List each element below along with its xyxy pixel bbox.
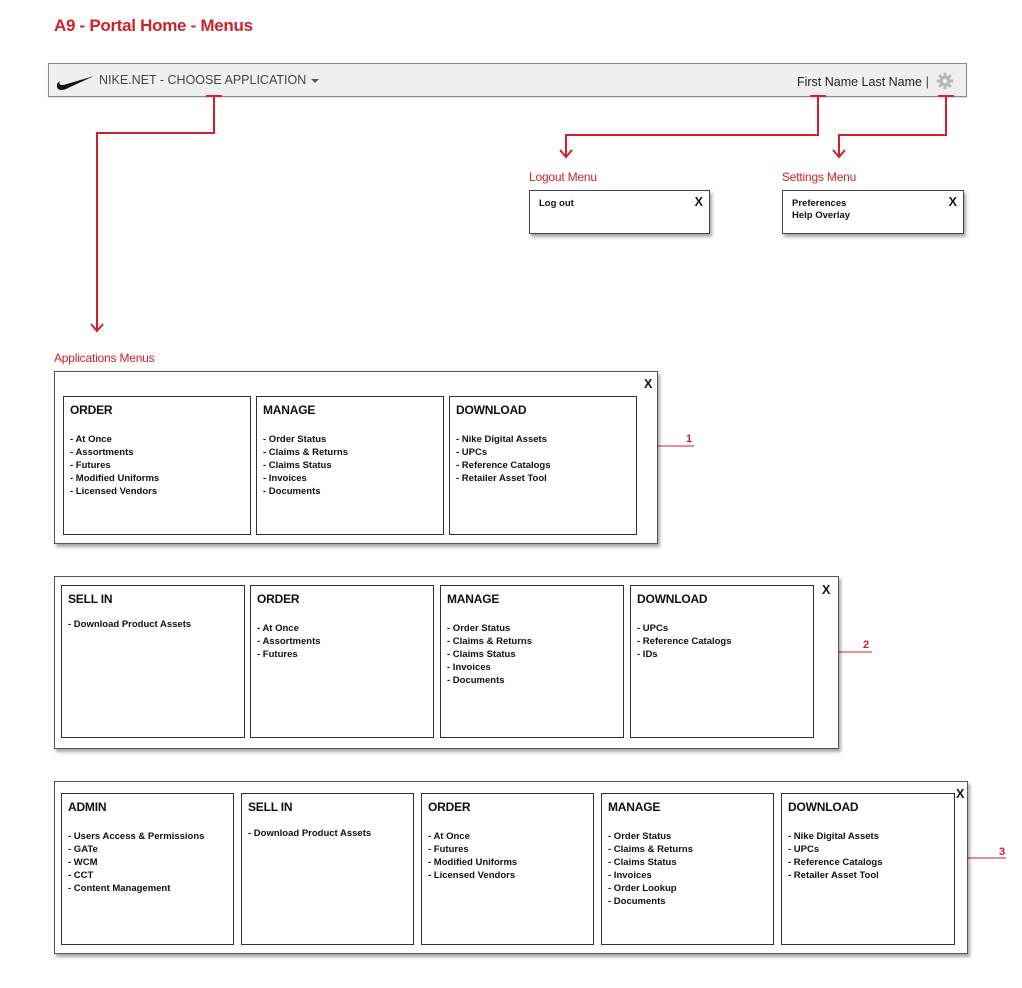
applications-menu-3-close-button[interactable]: X: [956, 787, 965, 801]
nike-swoosh-logo[interactable]: [55, 70, 95, 92]
applications-menu-1: X ORDER - At Once - Assortments - Future…: [54, 371, 658, 544]
column-title: SELL IN: [248, 800, 293, 814]
menu-link[interactable]: - WCM: [68, 857, 98, 868]
menu-link[interactable]: - Users Access & Permissions: [68, 831, 205, 842]
menu-column-manage: MANAGE - Order Status - Claims & Returns…: [440, 585, 624, 738]
menu-column-sell-in: SELL IN - Download Product Assets: [241, 793, 414, 945]
menu-link[interactable]: - GATe: [68, 844, 98, 855]
column-title: ADMIN: [68, 800, 107, 814]
column-title: DOWNLOAD: [456, 403, 527, 417]
menu-link[interactable]: - Download Product Assets: [248, 828, 372, 839]
menu-column-download: DOWNLOAD - Nike Digital Assets - UPCs - …: [449, 396, 637, 535]
logout-menu-close-button[interactable]: X: [694, 195, 703, 209]
menu-link[interactable]: - Claims & Returns: [447, 636, 532, 647]
menu-link[interactable]: - Claims & Returns: [263, 447, 348, 458]
menu-column-order: ORDER - At Once - Assortments - Futures …: [63, 396, 251, 535]
column-title: MANAGE: [263, 403, 316, 417]
applications-menu-3: X ADMIN - Users Access & Permissions - G…: [54, 781, 968, 954]
menu-link[interactable]: - Claims Status: [263, 460, 332, 471]
menu-link[interactable]: - Documents: [608, 896, 666, 907]
menu-link[interactable]: - Futures: [70, 460, 111, 471]
menu-link[interactable]: - Assortments: [70, 447, 134, 458]
menu-link[interactable]: - Reference Catalogs: [456, 460, 551, 471]
menu-column-sell-in: SELL IN - Download Product Assets: [61, 585, 245, 738]
menu-link[interactable]: - UPCs: [788, 844, 820, 855]
menu-column-order: ORDER - At Once - Futures - Modified Uni…: [421, 793, 594, 945]
logout-menu-caption: Logout Menu: [529, 170, 597, 184]
column-title: DOWNLOAD: [788, 800, 859, 814]
menu-variant-label-2: 2: [863, 639, 870, 651]
help-overlay-menu-item[interactable]: Help Overlay: [792, 210, 851, 221]
menu-link[interactable]: - Documents: [447, 675, 505, 686]
menu-link[interactable]: - At Once: [428, 831, 470, 842]
menu-link[interactable]: - Invoices: [447, 662, 491, 673]
menu-link[interactable]: - Content Management: [68, 883, 171, 894]
menu-link[interactable]: - Documents: [263, 486, 321, 497]
menu-link[interactable]: - Claims & Returns: [608, 844, 693, 855]
preferences-menu-item[interactable]: Preferences: [792, 198, 847, 209]
menu-link[interactable]: - Order Lookup: [608, 883, 677, 894]
menu-column-download: DOWNLOAD - Nike Digital Assets - UPCs - …: [781, 793, 955, 945]
menu-link[interactable]: - UPCs: [456, 447, 488, 458]
column-title: ORDER: [70, 403, 113, 417]
settings-menu-caption: Settings Menu: [782, 170, 857, 184]
menu-link[interactable]: - Claims Status: [608, 857, 677, 868]
menu-variant-label-3: 3: [999, 846, 1006, 858]
menu-column-download: DOWNLOAD - UPCs - Reference Catalogs - I…: [630, 585, 814, 738]
menu-link[interactable]: - At Once: [70, 434, 112, 445]
applications-menu-1-close-button[interactable]: X: [644, 377, 653, 391]
settings-menu-close-button[interactable]: X: [948, 195, 957, 209]
logout-menu: Log out X: [529, 190, 710, 234]
menu-link[interactable]: - Retailer Asset Tool: [788, 870, 879, 881]
menu-link[interactable]: - Invoices: [608, 870, 652, 881]
menu-link[interactable]: - Modified Uniforms: [428, 857, 518, 868]
column-title: DOWNLOAD: [637, 592, 708, 606]
menu-link[interactable]: - Reference Catalogs: [637, 636, 732, 647]
menu-link[interactable]: - UPCs: [637, 623, 669, 634]
caret-down-icon: [311, 78, 320, 83]
column-title: MANAGE: [608, 800, 661, 814]
applications-menu-2: X SELL IN - Download Product Assets ORDE…: [54, 576, 839, 749]
column-title: MANAGE: [447, 592, 500, 606]
menu-link[interactable]: - Order Status: [263, 434, 327, 445]
menu-link[interactable]: - Futures: [428, 844, 469, 855]
menu-link[interactable]: - Order Status: [608, 831, 672, 842]
gear-icon[interactable]: [936, 72, 954, 90]
menu-column-admin: ADMIN - Users Access & Permissions - GAT…: [61, 793, 234, 945]
menu-link[interactable]: - Reference Catalogs: [788, 857, 883, 868]
choose-application-dropdown[interactable]: NIKE.NET - CHOOSE APPLICATION: [99, 73, 320, 87]
column-title: ORDER: [257, 592, 300, 606]
menu-link[interactable]: - At Once: [257, 623, 299, 634]
menu-link[interactable]: - Invoices: [263, 473, 307, 484]
menu-variant-label-1: 1: [686, 433, 693, 445]
user-name-link[interactable]: First Name Last Name: [796, 75, 922, 89]
menu-link[interactable]: - Futures: [257, 649, 298, 660]
menu-link[interactable]: - Nike Digital Assets: [456, 434, 547, 445]
menu-link[interactable]: - Retailer Asset Tool: [456, 473, 547, 484]
menu-column-order: ORDER - At Once - Assortments - Futures: [250, 585, 434, 738]
menu-link[interactable]: - Claims Status: [447, 649, 516, 660]
menu-link[interactable]: - Modified Uniforms: [70, 473, 160, 484]
portal-header-bar: NIKE.NET - CHOOSE APPLICATION First Name…: [48, 63, 967, 97]
menu-link[interactable]: - CCT: [68, 870, 94, 881]
choose-application-label: NIKE.NET - CHOOSE APPLICATION: [99, 73, 307, 87]
header-separator: |: [925, 74, 929, 89]
applications-menus-caption: Applications Menus: [54, 351, 155, 365]
menu-column-manage: MANAGE - Order Status - Claims & Returns…: [601, 793, 774, 945]
page-title: A9 - Portal Home - Menus: [54, 16, 253, 35]
menu-link[interactable]: - Order Status: [447, 623, 511, 634]
column-title: SELL IN: [68, 592, 113, 606]
logout-menu-item[interactable]: Log out: [539, 198, 574, 209]
applications-menu-2-close-button[interactable]: X: [822, 583, 831, 597]
menu-link[interactable]: - Download Product Assets: [68, 619, 192, 630]
menu-link[interactable]: - Licensed Vendors: [428, 870, 516, 881]
menu-link[interactable]: - Nike Digital Assets: [788, 831, 879, 842]
menu-link[interactable]: - Assortments: [257, 636, 321, 647]
menu-link[interactable]: - IDs: [637, 649, 658, 660]
menu-column-manage: MANAGE - Order Status - Claims & Returns…: [256, 396, 444, 535]
column-title: ORDER: [428, 800, 471, 814]
menu-link[interactable]: - Licensed Vendors: [70, 486, 158, 497]
settings-menu: Preferences Help Overlay X: [782, 190, 964, 234]
